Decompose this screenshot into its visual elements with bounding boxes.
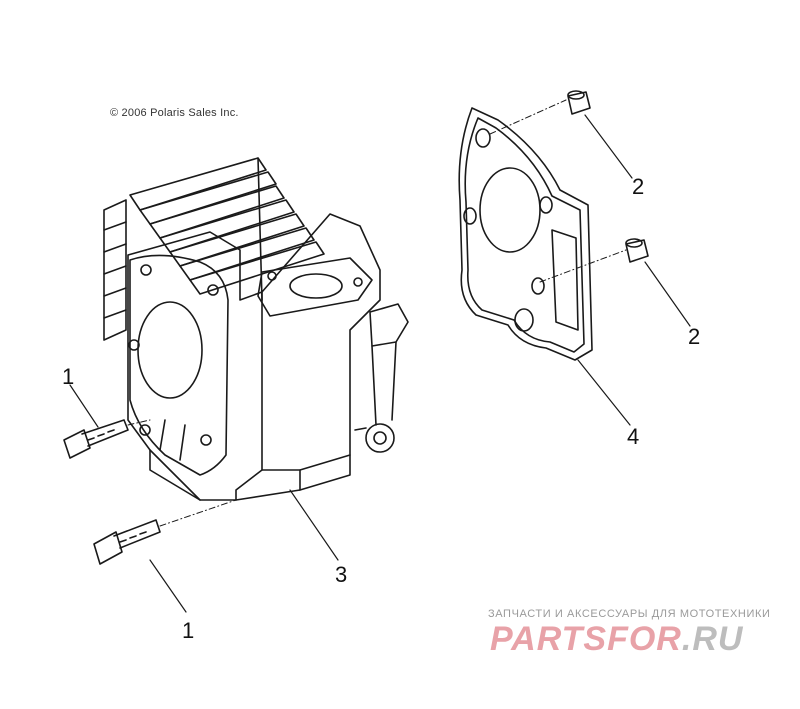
callout-2-lower-dowel: 2 bbox=[688, 324, 701, 349]
callout-1-lower-bolt: 1 bbox=[182, 618, 195, 643]
watermark-logo-domain: .RU bbox=[681, 620, 744, 658]
dowel-pin-lower bbox=[625, 238, 649, 263]
alignment-lines bbox=[127, 99, 627, 527]
watermark-tagline: ЗАПЧАСТИ И АКСЕССУАРЫ ДЛЯ МОТОТЕХНИКИ bbox=[488, 608, 771, 620]
watermark-logo: PARTSFOR.RU bbox=[490, 620, 743, 659]
flange-bolt-lower bbox=[93, 519, 161, 565]
cylinder-part bbox=[103, 157, 409, 501]
callout-2-upper-dowel: 2 bbox=[632, 174, 645, 199]
callout-1-upper-bolt: 1 bbox=[62, 364, 75, 389]
callout-4-gasket: 4 bbox=[627, 424, 640, 449]
flange-bolt-upper bbox=[63, 419, 129, 459]
dowel-pin-upper bbox=[567, 90, 591, 115]
leader-lines bbox=[69, 114, 691, 613]
callout-3-cylinder: 3 bbox=[335, 562, 348, 587]
watermark-logo-main: PARTSFOR bbox=[490, 620, 682, 658]
copyright-notice: © 2006 Polaris Sales Inc. bbox=[110, 107, 239, 119]
gasket-part bbox=[458, 107, 593, 361]
